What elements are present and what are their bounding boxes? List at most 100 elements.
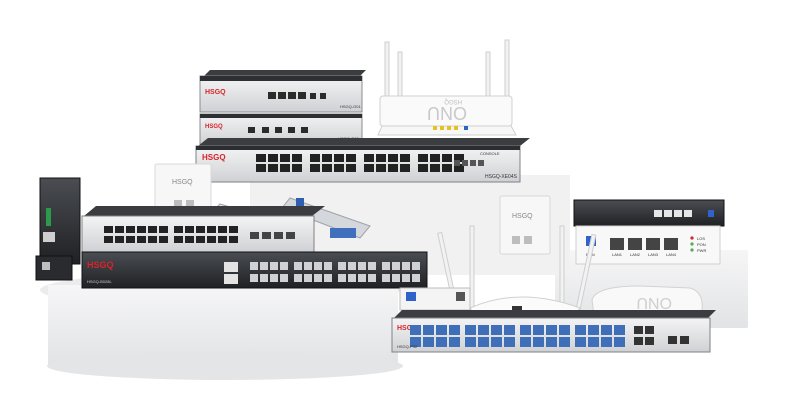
- ethernet-port: [388, 154, 398, 162]
- sfp-port: [314, 274, 322, 282]
- ethernet-port: [196, 226, 205, 233]
- ethernet-port: [268, 154, 278, 162]
- pon-port: [423, 337, 434, 347]
- ethernet-port: [376, 154, 386, 162]
- ethernet-port: [268, 164, 278, 172]
- brand-logo: HSGQ: [205, 89, 226, 96]
- pon-port: [546, 337, 557, 347]
- onu-logo: ONU: [427, 103, 467, 123]
- sfp-port: [402, 262, 410, 270]
- sfp-port: [412, 274, 420, 282]
- sfp-port: [280, 262, 288, 270]
- ethernet-port: [454, 164, 464, 172]
- ethernet-port: [334, 154, 344, 162]
- pon-port: [449, 337, 460, 347]
- sfp-port: [270, 262, 278, 270]
- ethernet-port: [148, 236, 157, 243]
- ethernet-port: [364, 154, 374, 162]
- sfp-port: [412, 262, 420, 270]
- port-label-lan2: LAN2: [630, 252, 641, 257]
- ethernet-port: [229, 226, 238, 233]
- pon-port: [601, 337, 612, 347]
- ethernet-port: [322, 164, 332, 172]
- sfp-port: [478, 160, 484, 166]
- pon-port: [491, 325, 502, 335]
- ethernet-port: [418, 154, 428, 162]
- sfp-port: [260, 262, 268, 270]
- ethernet-port: [454, 154, 464, 162]
- model-label: HSGQ-B028L: [87, 279, 112, 284]
- pon-port: [559, 337, 570, 347]
- ethernet-port: [104, 236, 113, 243]
- ethernet-port: [137, 226, 146, 233]
- ethernet-port: [126, 236, 135, 243]
- ethernet-port: [322, 154, 332, 162]
- sfp-port: [368, 274, 376, 282]
- pon-port: [504, 325, 515, 335]
- ethernet-port: [364, 164, 374, 172]
- pon-port: [533, 337, 544, 347]
- wall-socket-left: HSGQ: [154, 163, 212, 217]
- sfp-port: [348, 274, 356, 282]
- ethernet-port: [442, 164, 452, 172]
- ethernet-port: [207, 236, 216, 243]
- ethernet-port: [185, 226, 194, 233]
- led-label-pwr: PWR: [697, 248, 706, 253]
- sfp-port: [324, 274, 332, 282]
- ethernet-port: [292, 154, 302, 162]
- pon-port: [533, 325, 544, 335]
- ethernet-port: [159, 236, 168, 243]
- ethernet-port: [115, 236, 124, 243]
- ethernet-port: [430, 164, 440, 172]
- sfp-port: [402, 274, 410, 282]
- sfp-port: [270, 274, 278, 282]
- pon-port: [588, 337, 599, 347]
- pon-port: [423, 325, 434, 335]
- ethernet-port: [280, 164, 290, 172]
- sfp-port: [314, 262, 322, 270]
- sfp-port: [280, 274, 288, 282]
- ethernet-port: [104, 226, 113, 233]
- brand-logo: HSGQ: [512, 213, 533, 220]
- sfp-port: [338, 262, 346, 270]
- ethernet-port: [400, 164, 410, 172]
- pon-port: [575, 337, 586, 347]
- sfp-port: [392, 274, 400, 282]
- sfp-port: [368, 262, 376, 270]
- ethernet-port: [346, 164, 356, 172]
- sfp-port: [348, 262, 356, 270]
- onu-logo: ONU: [636, 294, 672, 311]
- ethernet-port: [388, 164, 398, 172]
- pon-port: [478, 325, 489, 335]
- model-label: HSGQ-XE04S: [485, 174, 518, 180]
- olt-hsgq-p32: HSGQ HSGQ-P32: [391, 310, 716, 353]
- ethernet-port: [196, 236, 205, 243]
- pon-port: [614, 325, 625, 335]
- sfp-port: [382, 262, 390, 270]
- switch-hsgq-b028l: HSGQ HSGQ-B028L: [81, 206, 428, 289]
- model-label: HSGQ-G01: [340, 104, 361, 109]
- sfp-port: [454, 160, 460, 166]
- pon-port: [410, 337, 421, 347]
- pon-port: [575, 325, 586, 335]
- pon-port: [546, 325, 557, 335]
- brand-logo: HSGQ: [172, 179, 193, 186]
- console-label: CONSOLE: [480, 151, 500, 156]
- led-label-los: LOS: [697, 236, 705, 241]
- port-label-lan1: LAN1: [612, 252, 623, 257]
- pon-port: [465, 325, 476, 335]
- sfp-port: [324, 262, 332, 270]
- sfp-port: [392, 262, 400, 270]
- brand-logo: HSGQ: [444, 98, 462, 104]
- ethernet-port: [442, 154, 452, 162]
- sfp-port: [262, 232, 271, 239]
- sfp-port: [470, 160, 476, 166]
- ethernet-port: [126, 226, 135, 233]
- pon-port: [520, 325, 531, 335]
- media-converter: [399, 287, 471, 311]
- ethernet-port: [185, 236, 194, 243]
- brand-logo: HSGQ: [205, 124, 223, 130]
- ethernet-port: [174, 226, 183, 233]
